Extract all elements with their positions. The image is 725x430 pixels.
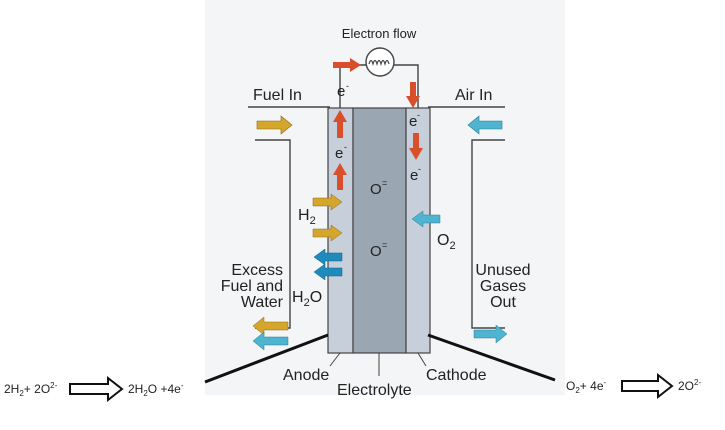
cathode-leader xyxy=(417,352,427,367)
h2-arrow-1 xyxy=(312,193,343,211)
svg-text:e: e xyxy=(409,113,417,130)
anode-callout-line xyxy=(204,333,329,384)
svg-text:2O2-: 2O2- xyxy=(678,378,701,393)
unused-label-line-3: Out xyxy=(490,294,516,311)
h2-arrow-2 xyxy=(312,224,343,242)
h2o-label: H2O xyxy=(292,289,322,309)
fuel-in-label: Fuel In xyxy=(253,87,302,104)
svg-text:e: e xyxy=(335,145,343,162)
h2-label: H2 xyxy=(298,207,316,227)
air-in-arrow xyxy=(467,115,503,135)
electron-down-arrow-1 xyxy=(406,82,420,108)
excess-label-line-1: Excess xyxy=(231,262,283,279)
cathode-reaction-arrow xyxy=(621,372,674,400)
water-arrow-1 xyxy=(313,248,343,266)
svg-text:-: - xyxy=(344,142,347,152)
unused-label-line-1: Unused xyxy=(475,262,530,279)
svg-text:O: O xyxy=(370,181,382,198)
svg-text:e: e xyxy=(410,167,418,184)
oxide-ion-2: O = xyxy=(370,240,387,260)
fuel-in-arrow xyxy=(256,115,293,135)
excess-label-line-2: Fuel and xyxy=(221,278,283,295)
electron-flow-arrow-top xyxy=(333,58,361,72)
cathode-chamber-wall xyxy=(471,139,505,329)
load-icon xyxy=(365,47,395,77)
air-in-label: Air In xyxy=(455,87,492,104)
excess-label-line-3: Water xyxy=(241,294,284,311)
electrolyte-layer xyxy=(352,107,407,354)
electron-anode-mid: e - xyxy=(335,142,347,162)
svg-text:=: = xyxy=(382,178,387,188)
svg-text:O2+ 4e-: O2+ 4e- xyxy=(566,378,607,395)
excess-fuel-arrow xyxy=(252,316,289,336)
svg-text:-: - xyxy=(417,110,420,120)
o2-label: O2 xyxy=(437,232,456,252)
electron-cathode-top: e - xyxy=(409,110,420,130)
electron-anode-top: e - xyxy=(337,81,349,100)
oxide-ion-1: O = xyxy=(370,178,387,198)
cathode-label: Cathode xyxy=(426,367,487,384)
cathode-callout-line xyxy=(427,333,556,382)
electron-flow-label: Electron flow xyxy=(342,26,417,41)
anode-leader xyxy=(329,352,341,367)
electrolyte-label: Electrolyte xyxy=(337,382,412,399)
cathode-equation: O2+ 4e- 2O2- xyxy=(566,372,701,400)
svg-text:-: - xyxy=(346,81,349,91)
svg-text:2H2O +4e-: 2H2O +4e- xyxy=(128,381,184,398)
anode-reaction-arrow xyxy=(69,375,124,403)
o2-arrow xyxy=(411,210,441,228)
excess-water-arrow xyxy=(252,331,289,351)
electron-up-arrow-2 xyxy=(333,163,347,190)
water-arrow-2 xyxy=(313,263,343,281)
unused-gases-arrow xyxy=(473,324,508,344)
svg-text:e: e xyxy=(337,83,345,100)
electron-down-arrow-2 xyxy=(409,133,423,160)
svg-text:2H2+ 2O2-: 2H2+ 2O2- xyxy=(4,381,58,398)
electron-up-arrow-1 xyxy=(333,110,347,138)
svg-text:O: O xyxy=(370,243,382,260)
svg-text:-: - xyxy=(418,164,421,174)
electron-cathode-bottom: e - xyxy=(410,164,421,184)
anode-equation: 2H2+ 2O2- 2H2O +4e- xyxy=(4,375,184,403)
unused-label-line-2: Gases xyxy=(480,278,526,295)
svg-text:=: = xyxy=(382,240,387,250)
anode-label: Anode xyxy=(283,367,329,384)
